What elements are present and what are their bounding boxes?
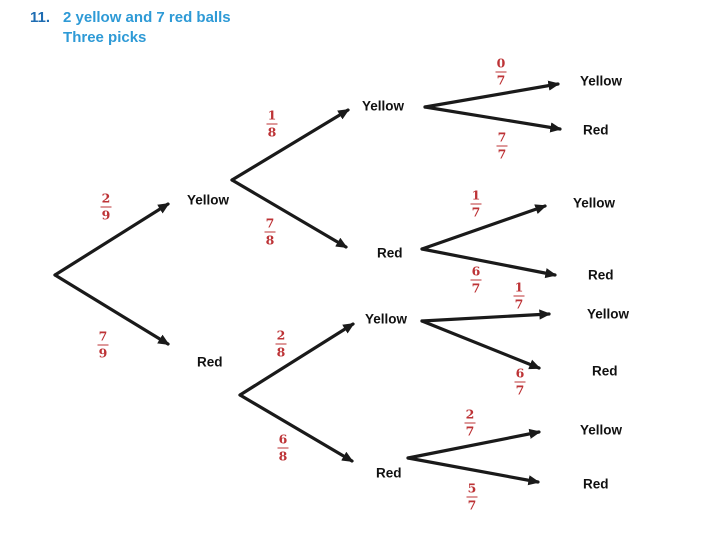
fraction-numerator: 7 (497, 129, 507, 145)
problem-number: 11. (30, 9, 51, 26)
fraction-bar (513, 295, 525, 297)
fraction-denominator: 7 (497, 146, 507, 161)
outcome-label-pick1-yellow: Yellow (187, 192, 230, 208)
fraction-denominator: 7 (471, 204, 481, 219)
fraction-bar (514, 381, 526, 383)
outcome-label-yrr: Red (588, 267, 614, 283)
branch-line-yr-yellow (420, 204, 547, 251)
outcome-label-yyy: Yellow (580, 73, 623, 89)
fraction-bar (266, 123, 278, 125)
fraction-bar (277, 447, 289, 449)
fraction-numerator: 5 (467, 480, 477, 496)
fraction-bar (496, 145, 508, 147)
probability-fraction-yyy: 0 7 (495, 55, 507, 87)
fraction-denominator: 7 (515, 382, 525, 397)
fraction-numerator: 2 (276, 327, 286, 343)
probability-fraction-rrr: 5 7 (466, 480, 478, 512)
fraction-numerator: 7 (265, 215, 275, 231)
fraction-bar (470, 279, 482, 281)
branch-line-yy-yellow (423, 80, 560, 109)
probability-fraction-yy: 1 8 (266, 107, 278, 139)
fraction-denominator: 7 (496, 72, 506, 87)
fraction-bar (100, 206, 112, 208)
outcome-label-rry: Yellow (580, 422, 623, 438)
outcome-label-rrr: Red (583, 476, 609, 492)
fraction-numerator: 7 (98, 328, 108, 344)
title-block: 11. 2 yellow and 7 red balls Three picks (30, 8, 231, 49)
fraction-numerator: 2 (465, 406, 475, 422)
branch-line-yellow-red (230, 178, 348, 249)
branch-line-yellow-yellow (230, 108, 350, 182)
fraction-bar (470, 203, 482, 205)
fraction-denominator: 7 (467, 497, 477, 512)
fraction-bar (495, 71, 507, 73)
fraction-numerator: 6 (471, 263, 481, 279)
fraction-numerator: 1 (471, 187, 481, 203)
fraction-bar (97, 344, 109, 346)
probability-fraction-yr: 7 8 (264, 215, 276, 247)
outcome-label-ryy: Yellow (587, 306, 630, 322)
branch-line-rr-yellow (406, 428, 541, 460)
branch-line-pick1-yellow (53, 202, 170, 277)
outcome-label-rr: Red (376, 465, 402, 481)
fraction-numerator: 2 (101, 190, 111, 206)
probability-fraction-ryy: 1 7 (513, 279, 525, 311)
branch-line-pick1-red (53, 273, 170, 346)
probability-fraction-yrr: 6 7 (470, 263, 482, 295)
branch-line-yy-red (423, 105, 562, 133)
outcome-label-yyr: Red (583, 122, 609, 138)
fraction-denominator: 7 (514, 296, 524, 311)
branch-line-yr-red (420, 247, 557, 279)
probability-fraction-ryr: 6 7 (514, 365, 526, 397)
problem-title: 2 yellow and 7 red balls Three picks (63, 8, 231, 49)
fraction-denominator: 7 (465, 423, 475, 438)
fraction-numerator: 0 (496, 55, 506, 71)
probability-fraction-ry: 2 8 (275, 327, 287, 359)
probability-fraction-pick1-yellow: 2 9 (100, 190, 112, 222)
fraction-bar (275, 343, 287, 345)
fraction-numerator: 6 (278, 431, 288, 447)
fraction-denominator: 7 (471, 280, 481, 295)
fraction-bar (466, 496, 478, 498)
fraction-bar (264, 231, 276, 233)
outcome-label-pick1-red: Red (197, 354, 223, 370)
outcome-label-yry: Yellow (573, 195, 616, 211)
outcome-label-yy: Yellow (362, 98, 405, 114)
title-line2: Three picks (63, 29, 147, 47)
fraction-bar (464, 422, 476, 424)
fraction-numerator: 1 (514, 279, 524, 295)
fraction-denominator: 8 (278, 448, 288, 463)
branch-line-ry-red (420, 319, 541, 370)
fraction-denominator: 9 (98, 345, 108, 360)
outcome-label-yr: Red (377, 245, 403, 261)
probability-fraction-yry: 1 7 (470, 187, 482, 219)
title-line1: 2 yellow and 7 red balls (63, 9, 231, 26)
fraction-denominator: 8 (267, 124, 277, 139)
probability-fraction-rr: 6 8 (277, 431, 289, 463)
fraction-numerator: 6 (515, 365, 525, 381)
probability-fraction-pick1-red: 7 9 (97, 328, 109, 360)
fraction-denominator: 8 (265, 232, 275, 247)
branch-line-red-red (238, 393, 354, 463)
branch-line-rr-red (406, 456, 540, 486)
fraction-denominator: 9 (101, 207, 111, 222)
outcome-label-ryr: Red (592, 363, 618, 379)
probability-fraction-yyr: 7 7 (496, 129, 508, 161)
branch-line-ry-yellow (420, 309, 551, 323)
branch-line-red-yellow (238, 322, 355, 397)
fraction-numerator: 1 (267, 107, 277, 123)
probability-fraction-rry: 2 7 (464, 406, 476, 438)
fraction-denominator: 8 (276, 344, 286, 359)
outcome-label-ry: Yellow (365, 311, 408, 327)
